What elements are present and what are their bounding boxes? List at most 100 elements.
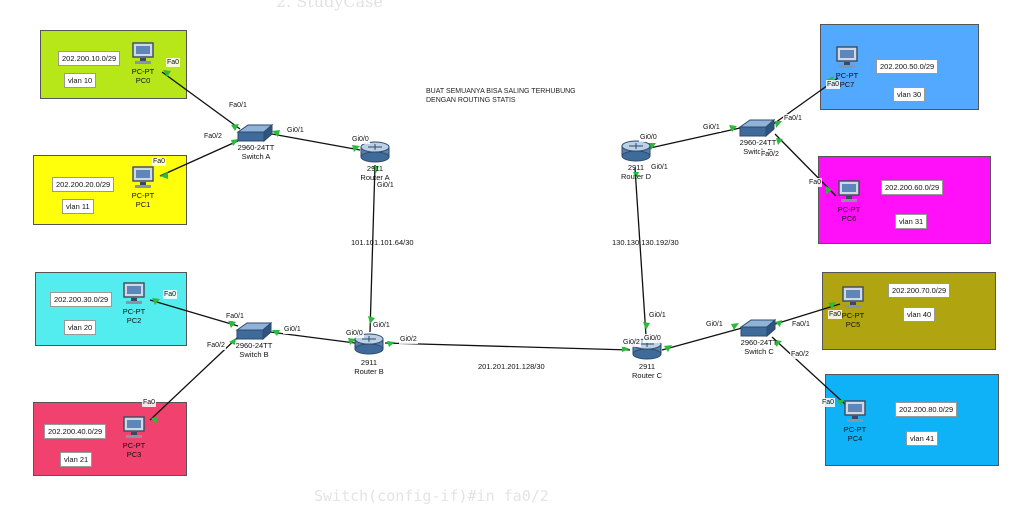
switch-icon[interactable] <box>235 321 273 341</box>
pc-icon[interactable] <box>834 46 860 70</box>
port-label: Fa0/1 <box>225 312 245 321</box>
router-model-label: 2911 <box>627 163 645 172</box>
link-router-d-router-c <box>634 167 647 337</box>
pc-icon[interactable] <box>130 42 156 66</box>
network-cd-label: 130.130.130.192/30 <box>612 238 679 247</box>
switch-icon[interactable] <box>738 118 776 138</box>
network-bc-label: 201.201.201.128/30 <box>478 362 545 371</box>
background-heading: 2. StudyCase <box>276 0 383 11</box>
network-label: 202.200.70.0/29 <box>888 283 951 298</box>
network-label: 202.200.30.0/29 <box>50 292 113 307</box>
port-label: Fa0 <box>152 157 167 166</box>
vlan-label: vlan 40 <box>903 307 936 322</box>
port-label: Gi0/0 <box>639 133 658 142</box>
link-pc2-switch-b <box>149 299 239 327</box>
link-pc1-switch-a <box>159 139 241 177</box>
port-label: Gi0/1 <box>702 123 721 132</box>
link-switch-c-pc5 <box>771 303 841 326</box>
port-label: Fa0/1 <box>228 101 248 110</box>
pc-type-label: PC-PT <box>835 71 859 80</box>
pc-name-label: PC6 <box>841 214 857 223</box>
switch-name-label: Switch D <box>743 147 773 156</box>
pc-type-label: PC-PT <box>131 191 155 200</box>
network-label: 202.200.60.0/29 <box>881 180 944 195</box>
pc-type-label: PC-PT <box>841 311 865 320</box>
switch-icon[interactable] <box>739 318 777 338</box>
vlan-label: vlan 20 <box>64 320 97 335</box>
router-name-label: Router D <box>620 172 651 181</box>
vlan-label: vlan 41 <box>906 431 939 446</box>
switch-model-label: 2960-24TT <box>237 143 275 152</box>
switch-model-label: 2960-24TT <box>739 138 777 147</box>
switch-name-label: Switch B <box>239 350 269 359</box>
switch-model-label: 2960-24TT <box>740 338 778 347</box>
port-label: Gi0/0 <box>643 334 662 343</box>
task-note-line-2: DENGAN ROUTING STATIS <box>426 97 516 104</box>
pc-icon[interactable] <box>842 400 868 424</box>
port-label: Gi0/1 <box>283 325 302 334</box>
router-model-label: 2911 <box>360 358 378 367</box>
port-label: Gi0/2 <box>622 338 641 347</box>
port-label: Fa0 <box>166 58 181 67</box>
port-label: Fa0 <box>142 398 157 407</box>
link-router-d-switch-d <box>649 127 741 149</box>
pc-name-label: PC3 <box>126 450 142 459</box>
pc-icon[interactable] <box>130 166 156 190</box>
port-label: Fa0 <box>826 80 841 89</box>
network-label: 202.200.40.0/29 <box>44 424 107 439</box>
link-pc0-switch-a <box>161 71 241 130</box>
port-label: Fa0/1 <box>783 114 803 123</box>
pc-name-label: PC4 <box>847 434 863 443</box>
task-note-line-1: BUAT SEMUANYA BISA SALING TERHUBUNG <box>426 88 576 95</box>
port-label: Gi0/1 <box>650 163 669 172</box>
background-command: Switch(config-if)#in fa0/2 <box>314 487 549 505</box>
link-switch-d-pc6 <box>774 133 837 197</box>
link-switch-a-router-a <box>271 133 361 151</box>
pc-name-label: PC7 <box>839 80 855 89</box>
pc-icon[interactable] <box>121 282 147 306</box>
vlan-label: vlan 21 <box>60 452 93 467</box>
router-name-label: Router A <box>360 173 390 182</box>
pc-type-label: PC-PT <box>122 307 146 316</box>
port-label: Fa0 <box>163 290 178 299</box>
vlan-label: vlan 10 <box>64 73 97 88</box>
link-router-a-router-b <box>369 164 376 333</box>
pc-icon[interactable] <box>836 180 862 204</box>
vlan-label: vlan 11 <box>62 199 94 214</box>
router-model-label: 2911 <box>638 362 656 371</box>
pc-icon[interactable] <box>121 416 147 440</box>
switch-name-label: Switch A <box>241 152 271 161</box>
pc-type-label: PC-PT <box>131 67 155 76</box>
pc-type-label: PC-PT <box>122 441 146 450</box>
area-pc2 <box>35 272 187 346</box>
port-label: Gi0/0 <box>345 329 364 338</box>
port-label: Fa0/2 <box>760 150 780 159</box>
router-name-label: Router C <box>631 371 662 380</box>
port-label: Gi0/1 <box>376 181 395 190</box>
pc-name-label: PC0 <box>135 76 151 85</box>
router-icon[interactable] <box>359 141 391 163</box>
switch-name-label: Switch C <box>744 347 774 356</box>
vlan-label: vlan 31 <box>895 214 928 229</box>
port-label: Fa0/1 <box>791 320 811 329</box>
pc-type-label: PC-PT <box>837 205 861 214</box>
router-model-label: 2911 <box>366 164 384 173</box>
link-switch-c-pc4 <box>771 336 847 406</box>
switch-model-label: 2960-24TT <box>235 341 273 350</box>
link-router-b-router-c <box>384 342 631 351</box>
network-label: 202.200.80.0/29 <box>895 402 958 417</box>
router-icon[interactable] <box>620 140 652 162</box>
port-label: Gi0/1 <box>286 126 305 135</box>
network-label: 202.200.10.0/29 <box>58 51 121 66</box>
port-label: Gi0/1 <box>705 320 724 329</box>
port-label: Gi0/1 <box>372 321 391 330</box>
pc-icon[interactable] <box>840 286 866 310</box>
port-label: Fa0/2 <box>790 350 810 359</box>
port-label: Fa0 <box>828 310 843 319</box>
pc-name-label: PC5 <box>845 320 861 329</box>
link-router-c-switch-c <box>661 327 743 351</box>
pc-name-label: PC1 <box>135 200 151 209</box>
pc-type-label: PC-PT <box>843 425 867 434</box>
switch-icon[interactable] <box>236 123 274 143</box>
pc-name-label: PC2 <box>126 316 142 325</box>
